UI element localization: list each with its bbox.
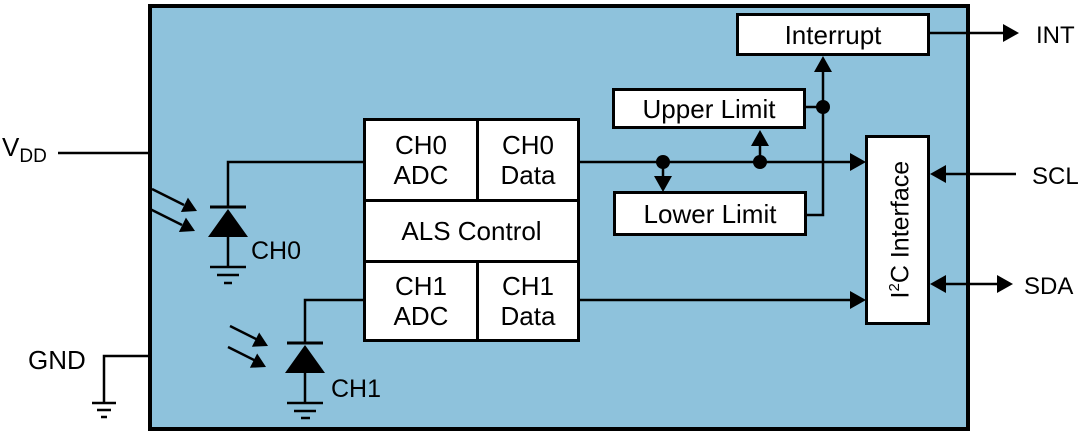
photodiode-ch1-icon <box>285 341 325 420</box>
i2c-label-rest: C Interface <box>886 161 915 284</box>
arrowhead-int-out <box>1003 24 1019 42</box>
block-ch1-adc: CH1 ADC <box>363 260 479 342</box>
ground-symbol-gnd <box>92 401 116 419</box>
junction-dot <box>656 155 670 169</box>
i2c-label-base: I <box>886 291 915 299</box>
pin-label-int: INT <box>1036 23 1075 48</box>
block-label: Upper Limit <box>642 93 776 124</box>
arrowhead-to-interrupt <box>814 56 832 72</box>
block-ch1-data: CH1 Data <box>476 260 580 342</box>
block-label: CH0 ADC <box>394 130 449 190</box>
block-label-line: Data <box>500 301 556 331</box>
block-label-line: ADC <box>393 301 449 331</box>
arrowhead-to-upper-limit <box>751 130 769 146</box>
block-ch0-data: CH0 Data <box>476 118 580 202</box>
i2c-label-sup: 2 <box>885 283 903 292</box>
block-ch0-adc: CH0 ADC <box>363 118 479 202</box>
pin-label-gnd: GND <box>28 345 86 375</box>
arrowhead-ch1-to-i2c <box>850 291 866 309</box>
light-rays-ch0-icon <box>149 187 197 233</box>
ground-symbol-ch1 <box>287 401 323 420</box>
block-label: CH1 Data <box>501 271 556 331</box>
block-label-line: CH0 <box>394 130 447 160</box>
block-i2c-interface: I2C Interface <box>865 135 930 325</box>
ch1-text: CH1 <box>331 375 382 403</box>
photodiode-ch1-label: CH1 <box>331 376 381 402</box>
arrowhead-sda-in <box>930 275 946 293</box>
block-label-line: CH1 <box>501 271 554 301</box>
block-label: ALS Control <box>401 216 542 246</box>
sda-text: SDA <box>1024 273 1074 300</box>
pin-label-scl: SCL <box>1032 164 1079 189</box>
block-label-line: CH1 <box>394 271 447 301</box>
arrowheads-and-junctions <box>654 24 1019 309</box>
block-upper-limit: Upper Limit <box>612 88 806 129</box>
photodiode-ch0-label: CH0 <box>251 238 301 264</box>
arrowhead-to-lower-limit <box>654 176 672 192</box>
pin-label-sda: SDA <box>1024 274 1073 299</box>
block-label: CH1 ADC <box>394 271 449 331</box>
ground-symbol-ch0 <box>210 265 246 285</box>
junction-dot <box>816 100 830 114</box>
block-lower-limit: Lower Limit <box>613 191 807 236</box>
block-label: I2C Interface <box>882 161 915 299</box>
block-label: Lower Limit <box>643 198 777 229</box>
block-label-line: Data <box>500 160 556 190</box>
block-label: Interrupt <box>784 19 882 50</box>
photodiode-ch0-icon <box>208 205 248 285</box>
pin-label-vdd: VDD <box>2 132 47 166</box>
gnd-text: GND <box>28 345 86 375</box>
block-label-line: ADC <box>393 160 449 190</box>
vdd-sub: DD <box>19 146 47 167</box>
wires <box>58 31 1016 402</box>
block-interrupt: Interrupt <box>736 13 930 56</box>
light-rays-ch1-icon <box>227 324 268 368</box>
wire-ch0-input <box>226 160 366 208</box>
ch0-text: CH0 <box>251 237 302 265</box>
vdd-base: V <box>2 132 20 162</box>
block-label: CH0 Data <box>501 130 556 190</box>
int-text: INT <box>1036 22 1075 49</box>
junction-dot <box>753 155 767 169</box>
wire-gnd <box>102 354 150 402</box>
block-als-control: ALS Control <box>363 199 580 263</box>
wire-ch1-input <box>303 298 366 344</box>
arrowhead-sda-out <box>997 275 1013 293</box>
arrowhead-ch0-to-i2c <box>850 153 866 171</box>
scl-text: SCL <box>1032 163 1079 190</box>
block-label-line: CH0 <box>501 130 554 160</box>
arrowhead-scl-in <box>930 165 946 183</box>
